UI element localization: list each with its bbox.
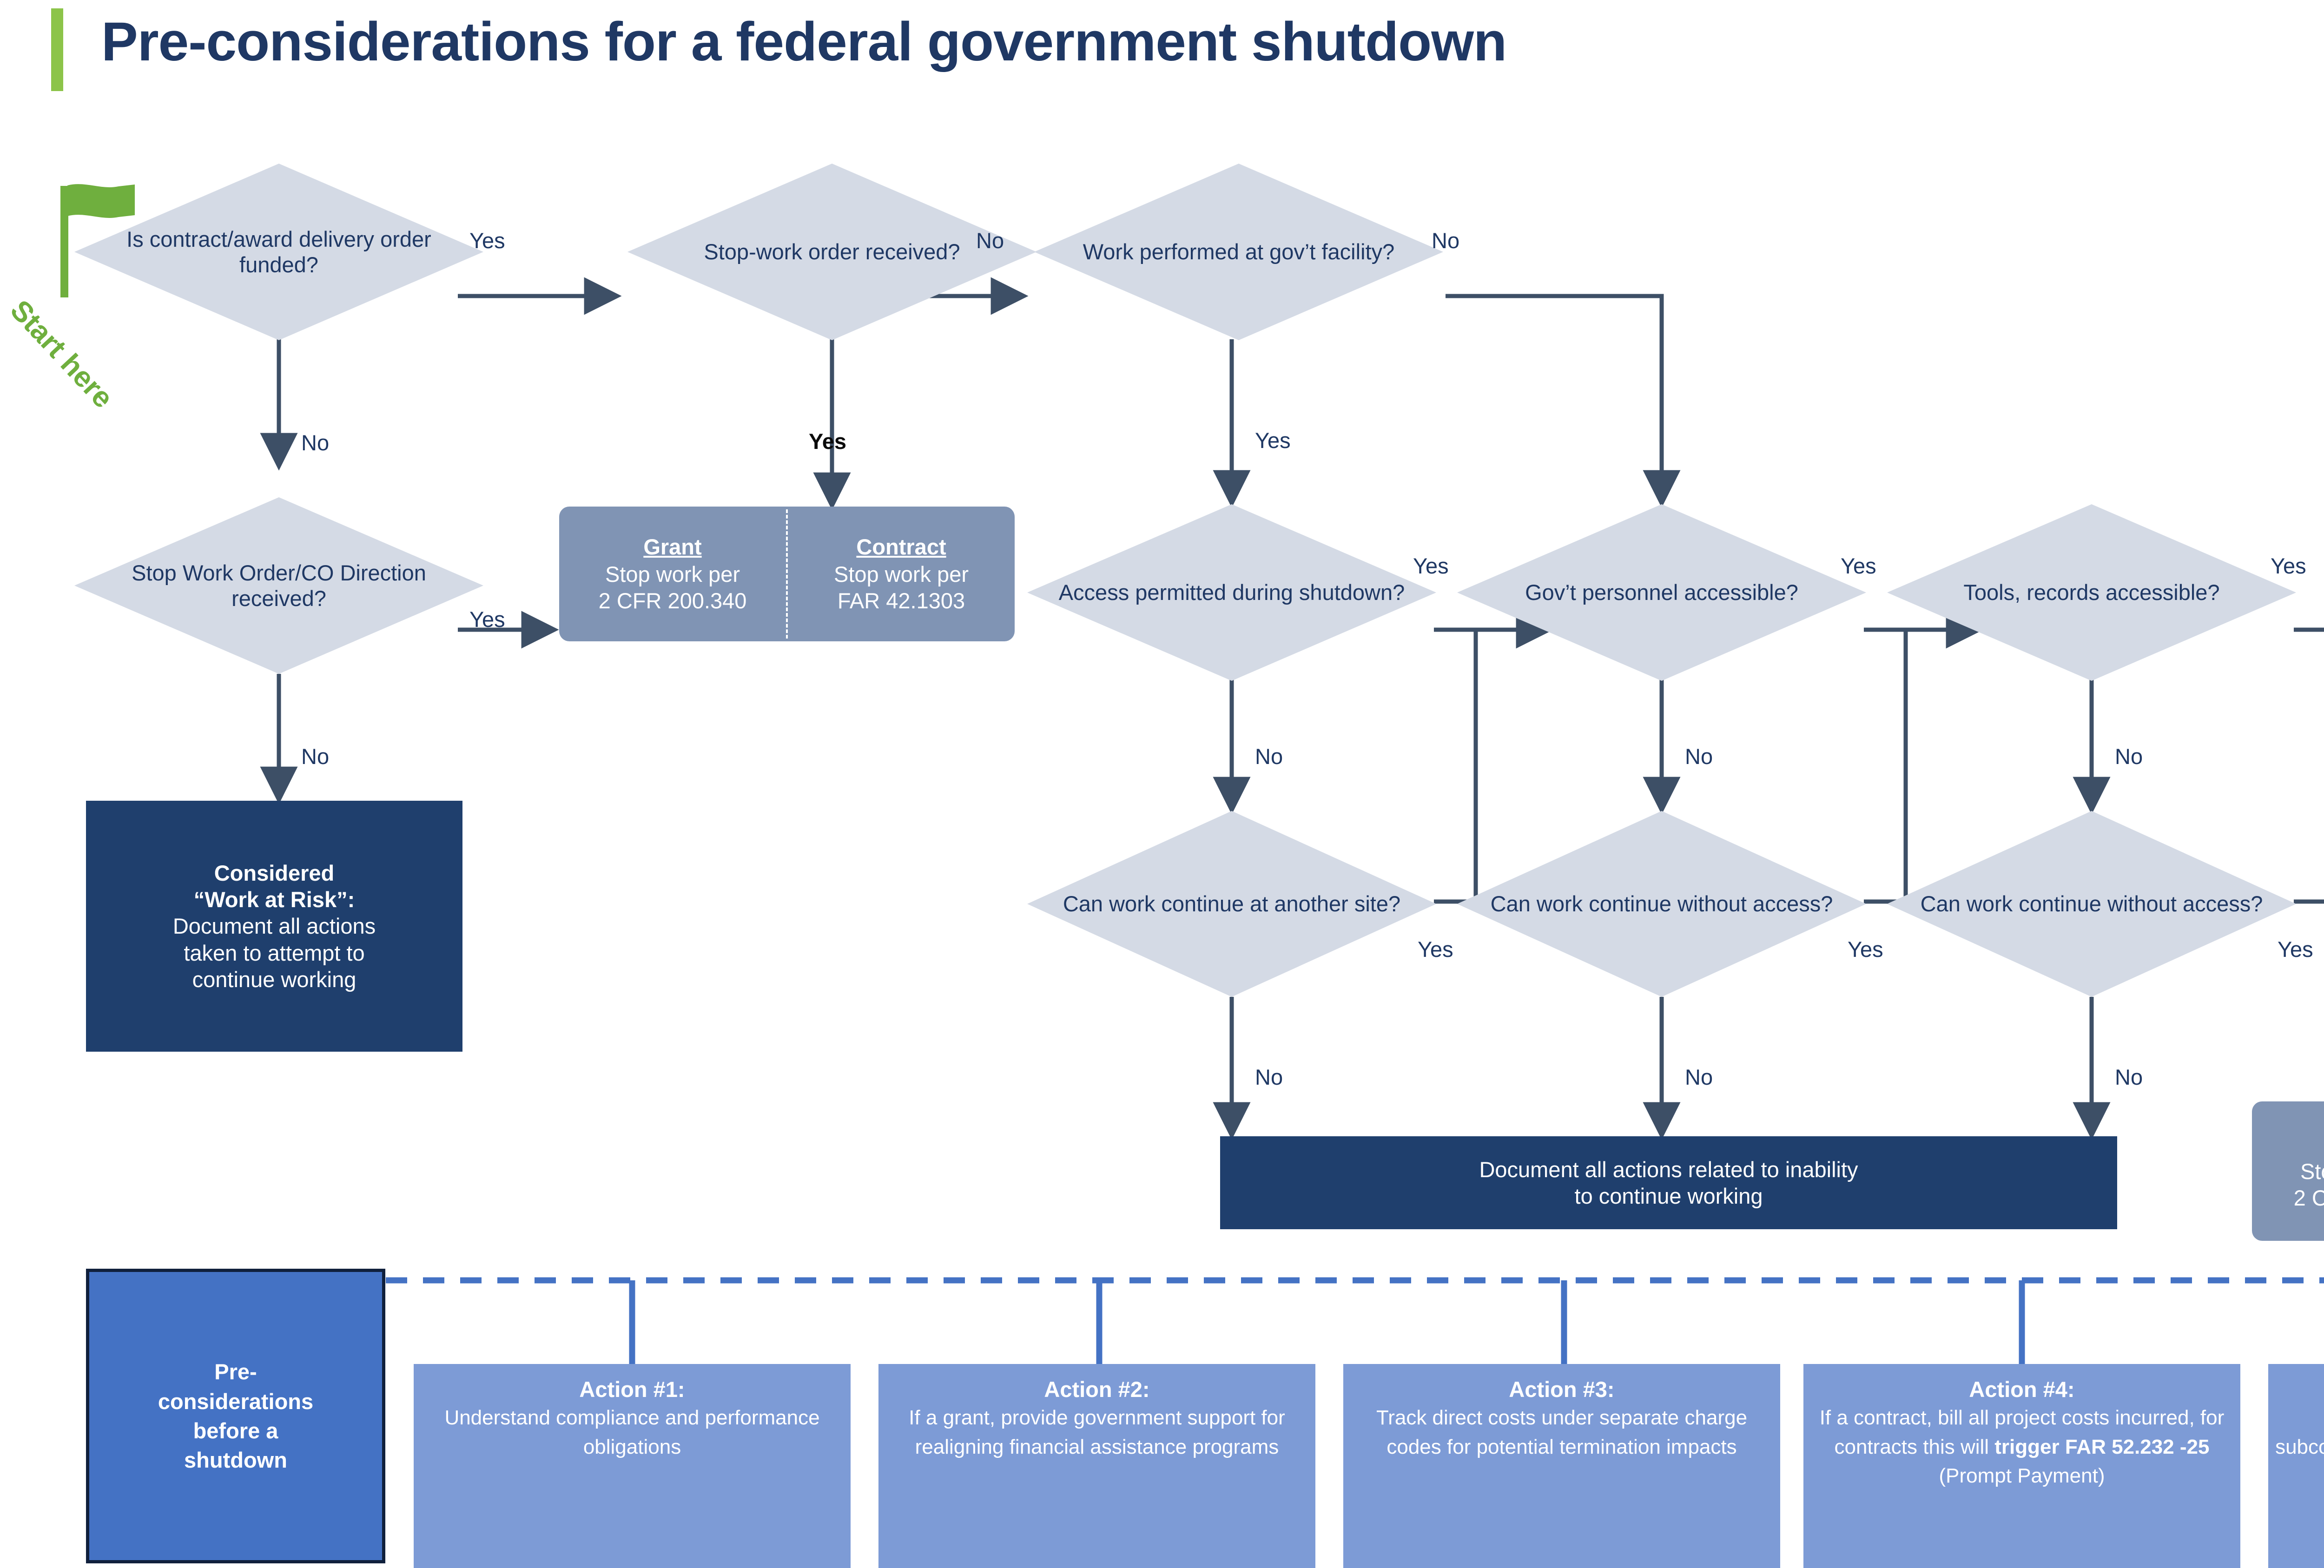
panel-divider [786,509,788,639]
edge-label-co-no: No [301,744,330,769]
page-title: Pre-considerations for a federal governm… [101,11,1507,72]
decision-label: Gov’t personnel accessible? [1525,580,1798,605]
grant-heading: Grant [643,534,702,560]
action-body-bold: trigger FAR 52.232 -25 [1994,1435,2210,1458]
title-accent-bar [51,8,63,91]
decision-stop-work-order-received[interactable]: Stop-work order received? [627,164,1037,340]
grant-line-1: Stop work per [2300,1159,2324,1184]
work-at-risk-bold-line-1: Considered [214,860,335,885]
grant-line-2: 2 CFR 200.340 [598,588,747,613]
contract-heading: Contract [856,534,946,560]
action-body: Understand compliance and performance ob… [444,1406,820,1458]
action-box-5[interactable]: Action #5: If a contract, refer to FAR 4… [2268,1364,2324,1568]
action-heading: Action #1: [579,1377,685,1402]
decision-tools-records-accessible[interactable]: Tools, records accessible? [1887,504,2296,681]
work-at-risk-body: Document all actions taken to attempt to… [172,914,376,992]
edge-label-another-site-yes: Yes [1418,937,1453,962]
edge-label-funded-yes: Yes [469,228,505,253]
precon-line-4: shutdown [184,1448,287,1473]
grant-contract-panel-top: Grant Stop work per 2 CFR 200.340 Contra… [559,507,1015,641]
action-body-post: (Prompt Payment) [1939,1464,2105,1488]
start-here-label: Start here [4,294,119,415]
action-body: If a grant, provide government support f… [909,1406,1285,1458]
action-body: If a contract, refer to FAR 49.104 for s… [2275,1406,2324,1458]
grant-line-2: 2 CFR 200.340 [2293,1186,2324,1211]
edge-label-another-site-no: No [1255,1065,1283,1089]
grant-half: Grant Stop work per 2 CFR 200.340 [2252,1101,2324,1241]
edge-label-wo-access1-yes: Yes [1848,937,1883,962]
edge-label-facility-yes: Yes [1255,428,1291,453]
action-heading: Action #3: [1509,1377,1615,1402]
edge-label-co-yes: Yes [469,607,505,632]
flag-icon-pole [60,186,68,297]
edge-label-funded-no: No [301,430,330,455]
decision-label: Can work continue without access? [1490,891,1833,916]
decision-label: Is contract/award delivery order funded? [126,226,431,277]
action-body: If a contract, bill all project costs in… [1803,1403,2240,1490]
edge-label-swo-yes: Yes [809,429,847,454]
decision-can-work-continue-without-access-1[interactable]: Can work continue without access? [1457,811,1866,997]
contract-line-1: Stop work per [834,562,969,587]
edge-label-facility-no: No [1432,228,1460,253]
outcome-document-inability: Document all actions related to inabilit… [1220,1136,2117,1229]
flag-icon [67,184,135,218]
grant-contract-panel-bottom: Grant Stop work per 2 CFR 200.340 Contra… [2252,1101,2324,1241]
decision-label: Tools, records accessible? [1963,580,2220,605]
precon-text: Pre- considerations before a shutdown [158,1357,313,1475]
document-inability-line-2: to continue working [1574,1184,1763,1208]
work-at-risk-bold-line-2: “Work at Risk”: [193,887,355,912]
decision-can-work-continue-at-another-site[interactable]: Can work continue at another site? [1027,811,1436,997]
decision-label: Stop Work Order/CO Direction received? [132,560,426,611]
precon-line-3: before a [193,1418,278,1443]
edge-label-access-yes: Yes [1413,553,1449,578]
edge-label-swo-no: No [976,228,1004,253]
action-box-3[interactable]: Action #3: Track direct costs under sepa… [1343,1364,1780,1568]
decision-stop-work-order-co-direction-received[interactable]: Stop Work Order/CO Direction received? [74,497,483,674]
decision-label: Can work continue without access? [1920,891,2263,916]
decision-label: Access permitted during shutdown? [1058,580,1405,605]
document-inability-line-1: Document all actions related to inabilit… [1479,1157,1858,1182]
edge-label-personnel-no: No [1685,744,1713,769]
action-box-1[interactable]: Action #1: Understand compliance and per… [414,1364,851,1568]
action-body-pre: If a contract, bill all project costs in… [1819,1406,2225,1458]
decision-access-permitted-during-shutdown[interactable]: Access permitted during shutdown? [1027,504,1436,681]
grant-line-1: Stop work per [605,562,740,587]
action-body: Track direct costs under separate charge… [1376,1406,1748,1458]
edge-label-tools-yes: Yes [2271,553,2306,578]
outcome-work-at-risk: Considered “Work at Risk”: Document all … [86,801,462,1052]
edge-label-wo-access2-yes: Yes [2278,937,2313,962]
edge-label-wo-access1-no: No [1685,1065,1713,1089]
action-heading: Action #2: [1044,1377,1150,1402]
decision-work-performed-at-govt-facility[interactable]: Work performed at gov’t facility? [1034,164,1443,340]
grant-half: Grant Stop work per 2 CFR 200.340 [559,507,786,641]
action-box-4[interactable]: Action #4: If a contract, bill all proje… [1803,1364,2240,1568]
decision-is-contract-funded[interactable]: Is contract/award delivery order funded? [74,164,483,340]
precon-line-2: considerations [158,1389,314,1414]
contract-line-2: FAR 42.1303 [837,588,965,613]
decision-label: Work performed at gov’t facility? [1083,239,1395,264]
decision-label: Stop-work order received? [704,239,960,264]
contract-half: Contract Stop work per FAR 42.1303 [788,507,1015,641]
edge-label-tools-no: No [2115,744,2143,769]
precon-panel: Pre- considerations before a shutdown [86,1269,385,1563]
decision-label: Can work continue at another site? [1063,891,1401,916]
decision-govt-personnel-accessible[interactable]: Gov’t personnel accessible? [1457,504,1866,681]
edge-label-personnel-yes: Yes [1841,553,1876,578]
decision-can-work-continue-without-access-2[interactable]: Can work continue without access? [1887,811,2296,997]
action-heading: Action #4: [1969,1377,2075,1402]
edge-label-wo-access2-no: No [2115,1065,2143,1089]
action-box-2[interactable]: Action #2: If a grant, provide governmen… [878,1364,1315,1568]
edge-label-access-no: No [1255,744,1283,769]
precon-line-1: Pre- [214,1359,257,1384]
